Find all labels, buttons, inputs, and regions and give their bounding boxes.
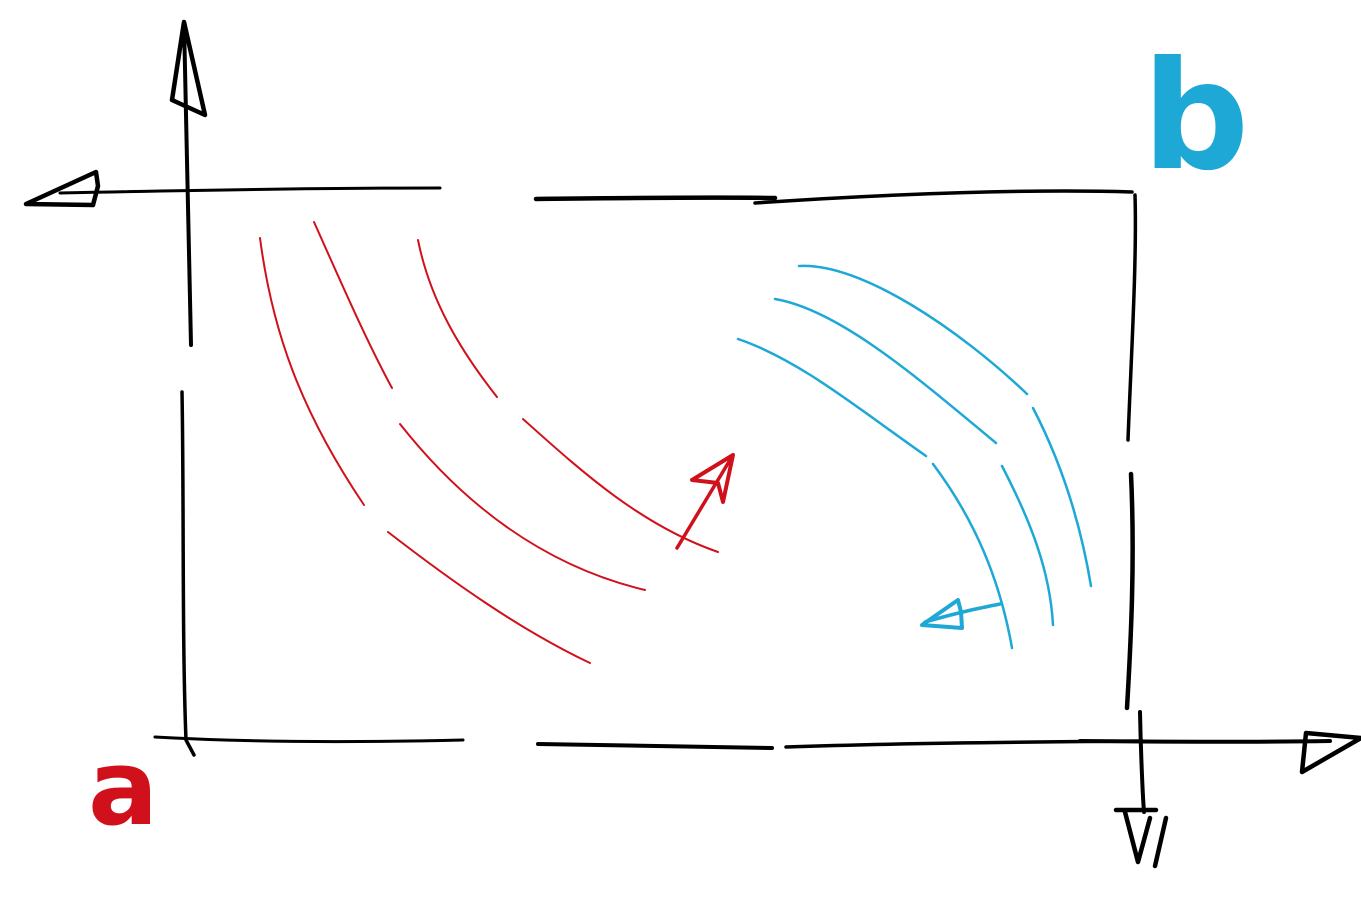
frame-top-edge-middle bbox=[533, 195, 778, 202]
red-flow-line-2 bbox=[313, 221, 393, 389]
arrow-up-icon bbox=[169, 19, 208, 118]
axis-right-shaft bbox=[1078, 739, 1332, 744]
red-flow-line-2b bbox=[399, 423, 646, 591]
cyan-flow-line-1 bbox=[797, 264, 1029, 396]
axis-up-at-a bbox=[169, 19, 208, 347]
frame-top-edge-right bbox=[753, 189, 1134, 205]
frame-right-edge-lower bbox=[1124, 471, 1135, 711]
frame-right-edge-upper bbox=[1126, 193, 1138, 442]
axis-down-at-bottom-right bbox=[1113, 710, 1169, 869]
cyan-flow-line-3b bbox=[931, 462, 1014, 650]
arrow-right-icon bbox=[1299, 730, 1361, 775]
red-flow-lines bbox=[259, 221, 735, 664]
arrow-up-right-icon bbox=[690, 453, 735, 504]
axis-down-shaft bbox=[1138, 710, 1146, 814]
frame-bottom-edge-middle bbox=[536, 742, 774, 750]
cyan-flow-line-3 bbox=[736, 337, 928, 458]
red-flow-arrow-shaft bbox=[675, 453, 735, 550]
axis-left-at-top bbox=[23, 169, 101, 208]
cyan-flow-arrow-shaft bbox=[923, 602, 1002, 624]
corner-label-b: b bbox=[1142, 30, 1250, 204]
axis-up-shaft bbox=[182, 20, 193, 347]
arrow-left-icon bbox=[23, 169, 101, 208]
red-flow-line-3 bbox=[417, 239, 498, 398]
rectangle-frame bbox=[58, 186, 1144, 757]
cyan-flow-line-1b bbox=[1031, 406, 1093, 588]
frame-left-edge-lower bbox=[180, 390, 196, 757]
axis-right-at-bottom bbox=[1078, 730, 1361, 775]
cyan-flow-lines bbox=[736, 264, 1093, 650]
corner-label-a: a bbox=[88, 727, 159, 849]
cyan-flow-line-2b bbox=[1000, 464, 1055, 627]
frame-top-edge-left bbox=[58, 186, 442, 195]
red-flow-line-3b bbox=[522, 418, 719, 553]
arrow-down-tick bbox=[1152, 815, 1169, 869]
arrow-down-icon bbox=[1113, 807, 1159, 865]
cyan-flow-line-2 bbox=[773, 297, 998, 445]
red-flow-line-1 bbox=[259, 237, 365, 506]
frame-bottom-edge-left bbox=[153, 735, 465, 744]
arrow-down-left-icon bbox=[920, 598, 964, 630]
red-flow-line-1b bbox=[387, 531, 591, 664]
